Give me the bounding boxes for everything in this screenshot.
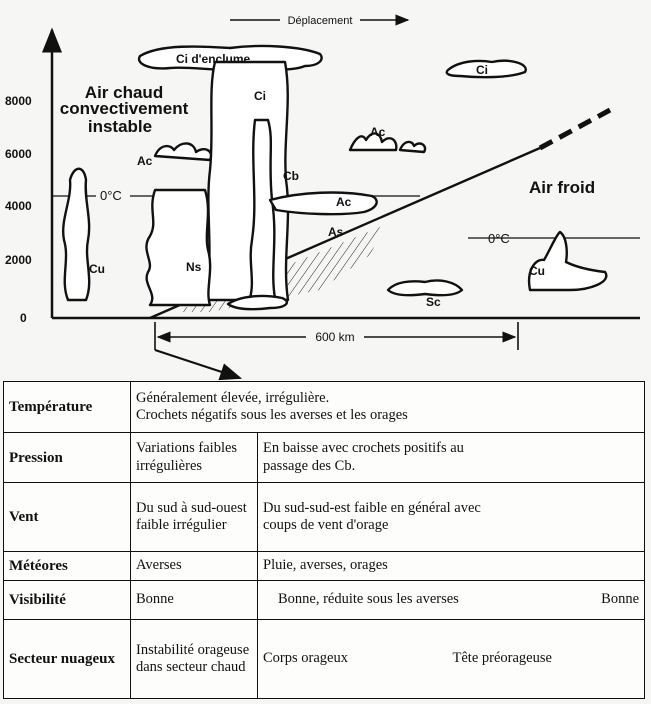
table-row-temperature: Température Généralement élevée, irrégul… bbox=[3, 381, 646, 433]
pression-front: En baisse avec crochets positifs au pass… bbox=[256, 432, 646, 483]
altocumulus-left-cloud bbox=[153, 142, 213, 162]
ci-right-label: Ci bbox=[476, 63, 488, 77]
low-scud-cloud bbox=[226, 294, 289, 311]
temperature-value: Généralement élevée, irrégulière. Croche… bbox=[129, 381, 646, 433]
warm-air-label-line1: Air chaud bbox=[85, 83, 163, 102]
meteores-front: Pluie, averses, orages bbox=[256, 551, 646, 581]
cumulonimbus-tower bbox=[204, 60, 290, 302]
table-row-visibilite: Visibilité Bonne Bonne, réduite sous les… bbox=[3, 580, 646, 620]
row-header-pression: Pression bbox=[3, 432, 131, 483]
row-header-vent: Vent bbox=[3, 482, 131, 552]
altocumulus-upper-cloud-2 bbox=[398, 140, 427, 154]
ci-mid-label: Ci bbox=[254, 89, 266, 103]
stratocumulus-cloud bbox=[386, 279, 464, 297]
altocumulus-upper-cloud bbox=[348, 132, 398, 152]
table-row-meteores: Météores Averses Pluie, averses, orages bbox=[3, 551, 646, 581]
row-header-secteur-nuageux: Secteur nuageux bbox=[3, 619, 131, 699]
y-tick-0: 0 bbox=[20, 311, 27, 325]
motion-label: Déplacement bbox=[288, 15, 353, 27]
temperature-line1: Généralement élevée, irrégulière. bbox=[136, 389, 330, 406]
ns-label: Ns bbox=[186, 260, 202, 274]
row-header-visibilite: Visibilité bbox=[3, 580, 131, 620]
y-tick-2000: 2000 bbox=[5, 253, 32, 267]
row-header-meteores: Météores bbox=[3, 551, 131, 581]
secteur-cold: Tête préorageuse bbox=[432, 619, 646, 699]
as-label: As bbox=[328, 225, 344, 239]
y-tick-8000: 8000 bbox=[5, 94, 32, 108]
pression-warm-sector: Variations faibles irrégulières bbox=[130, 432, 258, 483]
cumulus-left-cloud bbox=[61, 167, 91, 302]
altostratus-layer bbox=[268, 191, 378, 216]
cb-label: Cb bbox=[283, 169, 299, 183]
table-row-secteur-nuageux: Secteur nuageux Instabilité orageuse dan… bbox=[3, 619, 646, 699]
cold-front-surface-extension bbox=[538, 107, 612, 151]
visibilite-cold: Bonne bbox=[601, 591, 640, 608]
y-tick-4000: 4000 bbox=[5, 199, 32, 213]
secteur-warm-sector: Instabilité orageuse dans secteur chaud bbox=[130, 619, 258, 699]
ac-lower-label: Ac bbox=[336, 195, 352, 209]
secteur-front: Corps orageux bbox=[257, 619, 433, 699]
table-row-pression: Pression Variations faibles irrégulières… bbox=[3, 432, 646, 483]
distance-label: 600 km bbox=[315, 330, 354, 344]
cu-right-label: Cu bbox=[529, 264, 545, 278]
weather-characteristics-table: Température Généralement élevée, irrégul… bbox=[3, 381, 646, 699]
zero-deg-left-label: 0°C bbox=[100, 188, 122, 203]
ac-upper-label: Ac bbox=[370, 125, 386, 139]
cu-left-label: Cu bbox=[89, 262, 105, 276]
cold-air-label: Air froid bbox=[529, 178, 595, 197]
temperature-line2: Crochets négatifs sous les averses et le… bbox=[136, 407, 408, 423]
visibilite-front-and-cold: Bonne, réduite sous les averses Bonne bbox=[256, 580, 646, 620]
warm-air-label-line3: instable bbox=[88, 117, 152, 136]
nimbostratus-cloud bbox=[145, 188, 212, 307]
table-row-vent: Vent Du sud à sud-ouest faible irrégulie… bbox=[3, 482, 646, 552]
row-header-temperature: Température bbox=[3, 381, 131, 433]
y-tick-6000: 6000 bbox=[5, 147, 32, 161]
sc-label: Sc bbox=[426, 295, 441, 309]
ci-anvil-label: Ci d'enclume bbox=[176, 52, 251, 66]
zero-deg-right-label: 0°C bbox=[488, 231, 510, 246]
visibilite-front: Bonne, réduite sous les averses bbox=[278, 591, 459, 608]
cumulonimbus-column bbox=[248, 118, 277, 300]
ac-left-label: Ac bbox=[137, 154, 153, 168]
warm-air-label-line2: convectivement bbox=[60, 99, 189, 118]
cumulus-right-cloud bbox=[527, 230, 608, 292]
cirrus-right-cloud bbox=[445, 59, 527, 79]
vent-front: Du sud-sud-est faible en général avec co… bbox=[256, 482, 646, 552]
vent-warm-sector: Du sud à sud-ouest faible irrégulier bbox=[130, 482, 258, 552]
meteores-warm-sector: Averses bbox=[130, 551, 258, 581]
cloud-cross-section-diagram: 8000 6000 4000 2000 0 Déplacement 0°C 0°… bbox=[5, 14, 640, 381]
pointer-arrow bbox=[154, 348, 243, 381]
visibilite-warm-sector: Bonne bbox=[130, 580, 258, 620]
